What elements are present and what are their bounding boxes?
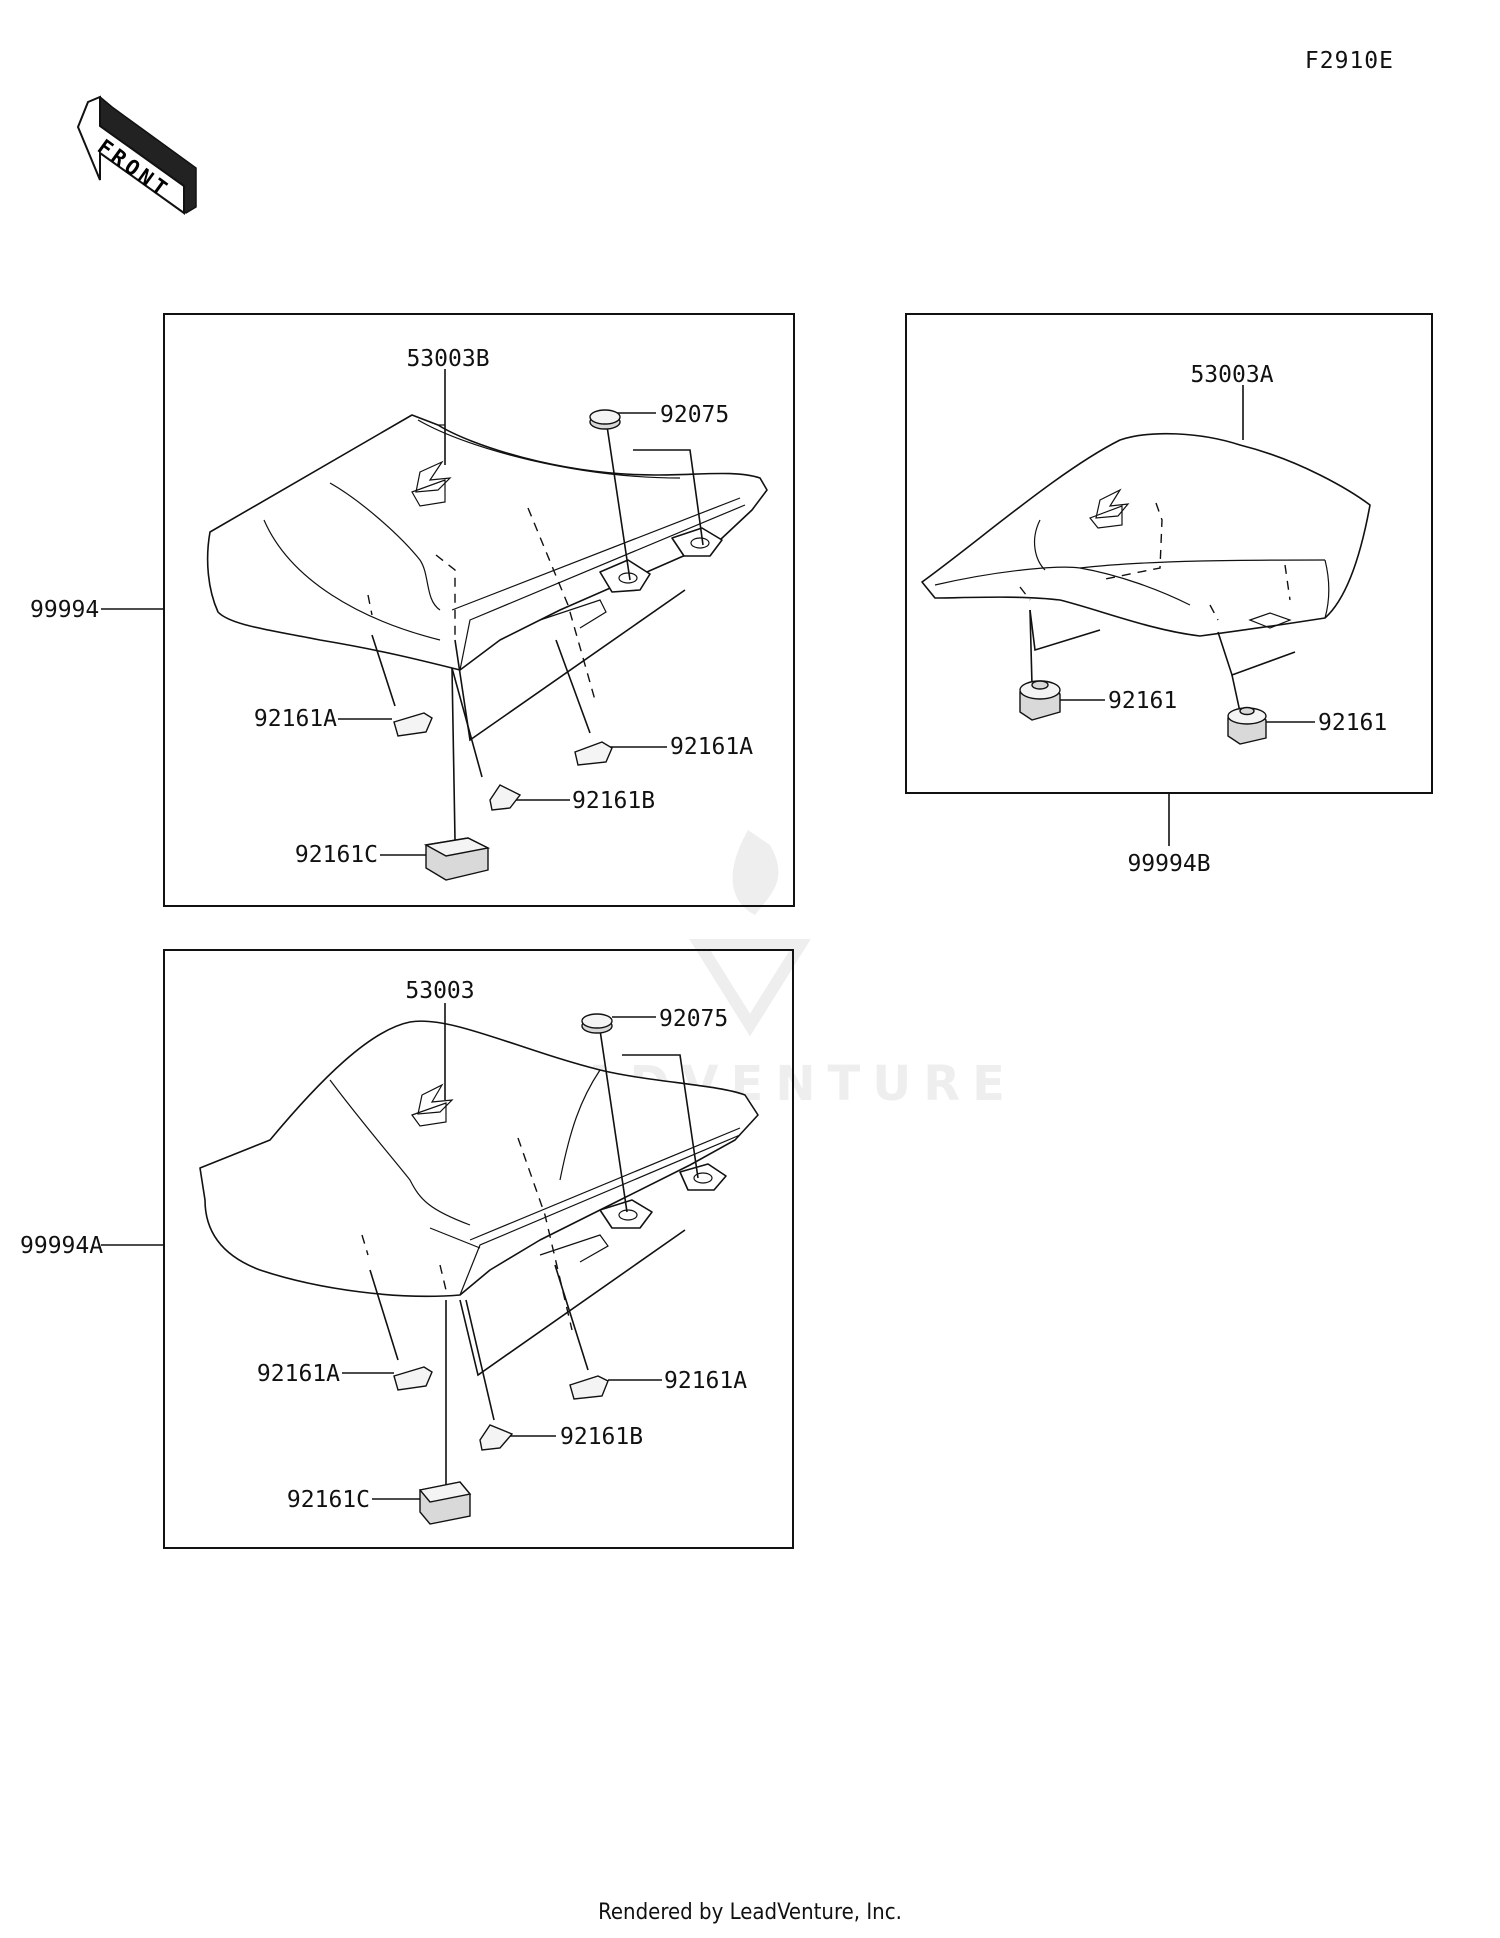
label-grommet-part: 92075	[659, 1006, 728, 1032]
label-damper-a-right: 92161A	[670, 734, 753, 760]
group-frame	[163, 949, 794, 1549]
label-damper-c: 92161C	[287, 1487, 370, 1513]
label-damper-right: 92161	[1318, 710, 1387, 736]
label-damper-b: 92161B	[572, 788, 655, 814]
group-frame	[163, 313, 795, 907]
assembly-group-99994: 53003B 92075 92161A 92161A 92161B 92161C…	[30, 313, 795, 907]
assembly-group-99994A: 53003 92075 92161A 92161A 92161B 92161C …	[20, 949, 794, 1549]
front-arrow-icon: FRONT	[76, 95, 197, 215]
label-assembly-99994: 99994	[30, 597, 99, 623]
seat-53003-drawing	[199, 1020, 759, 1298]
label-damper-left: 92161	[1108, 688, 1177, 714]
label-damper-a-left: 92161A	[254, 706, 337, 732]
label-seat-part: 53003	[405, 978, 474, 1004]
figure-code: F2910E	[1304, 48, 1394, 74]
assembly-group-99994B: 53003A 92161 92161 99994B	[905, 313, 1433, 877]
label-grommet-part: 92075	[660, 402, 729, 428]
label-seat-part: 53003A	[1190, 362, 1273, 388]
label-damper-b: 92161B	[560, 1424, 643, 1450]
footer-credit: Rendered by LeadVenture, Inc.	[598, 1900, 902, 1925]
label-seat-part: 53003B	[406, 346, 489, 372]
label-damper-c: 92161C	[295, 842, 378, 868]
label-assembly-99994B: 99994B	[1127, 851, 1210, 877]
label-damper-a-left: 92161A	[257, 1361, 340, 1387]
label-damper-a-right: 92161A	[664, 1368, 747, 1394]
label-assembly-99994A: 99994A	[20, 1233, 103, 1259]
seat-53003A-drawing	[921, 432, 1371, 637]
